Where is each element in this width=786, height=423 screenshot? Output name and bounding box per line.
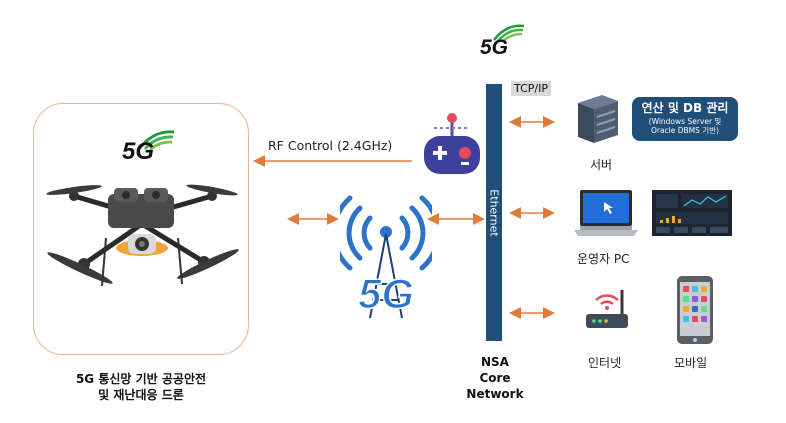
ethernet-bar: Ethernet <box>486 84 502 341</box>
internet-label: 인터넷 <box>588 356 622 370</box>
db-sub-label-2: Oracle DBMS 기반) <box>650 126 720 135</box>
drone-caption-line1: 5G 통신망 기반 공공안전 <box>75 372 207 386</box>
5g-tower-icon: 5G <box>340 195 432 319</box>
logo-text: 5G <box>122 138 155 165</box>
core-line1: NSA <box>481 355 509 369</box>
drone-caption-line2: 및 재난대응 드론 <box>98 388 184 402</box>
db-main-label: 연산 및 DB 관리 <box>641 101 729 115</box>
laptop-icon <box>574 190 638 236</box>
drone-icon <box>46 184 239 287</box>
router-icon <box>586 290 628 328</box>
operator-pc-label: 운영자 PC <box>577 252 630 266</box>
signal-arcs-icon <box>493 24 525 42</box>
signal-arcs-icon <box>138 130 175 150</box>
drone-5g-logo: 5G <box>120 128 180 168</box>
drone-caption: 5G 통신망 기반 공공안전 및 재난대응 드론 <box>33 371 249 403</box>
db-management-box: 연산 및 DB 관리 (Windows Server 및 Oracle DBMS… <box>632 97 738 141</box>
ethernet-label: Ethernet <box>487 188 501 237</box>
core-line3: Network <box>466 387 524 401</box>
top-5g-logo: 5G <box>478 22 528 62</box>
gamepad-icon <box>424 113 480 174</box>
mobile-phone-icon <box>677 276 713 344</box>
dashboard-icon <box>652 190 732 236</box>
logo-text: 5G <box>480 36 509 59</box>
rf-control-label: RF Control (2.4GHz) <box>268 138 393 153</box>
server-icon <box>578 95 618 143</box>
mobile-label: 모바일 <box>674 356 708 370</box>
db-sub-label-1: (Windows Server 및 <box>648 117 722 126</box>
core-line2: Core <box>479 371 511 385</box>
tower-5g-text: 5G <box>358 270 414 317</box>
core-network-label: NSA Core Network <box>455 354 535 402</box>
server-label: 서버 <box>590 158 613 172</box>
tcp-ip-label: TCP/IP <box>511 81 551 96</box>
drone-panel <box>33 103 249 355</box>
